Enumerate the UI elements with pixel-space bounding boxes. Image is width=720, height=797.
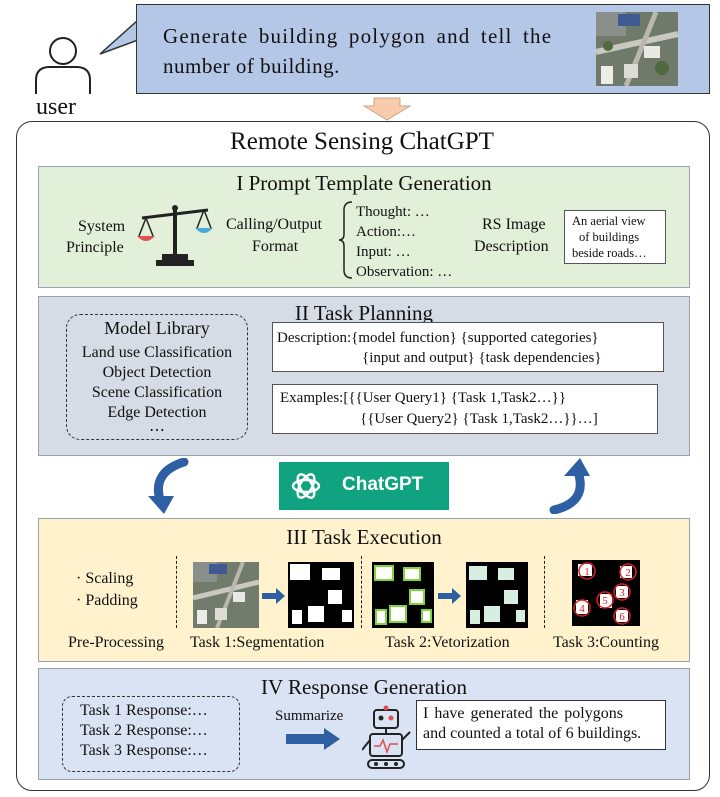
vectorization-image (372, 562, 434, 628)
answer-box (416, 700, 666, 750)
right-arrow-icon (438, 588, 461, 604)
answer-line2: and counted a total of 6 buildings. (423, 725, 642, 742)
response-item: Task 1 Response:… (80, 702, 208, 719)
aerial-image-thumbnail (596, 12, 678, 86)
down-arrow-icon (362, 97, 412, 121)
count-label: 6 (619, 611, 625, 623)
chatgpt-banner (279, 462, 449, 510)
desc-line2: of buildings (579, 230, 640, 244)
model-item: ⋯ (149, 422, 165, 439)
query-text-line2: number of building. (163, 54, 340, 78)
system-label-line2: Principle (66, 239, 124, 256)
divider (361, 556, 362, 628)
description-panel (272, 322, 664, 372)
preprocess-padding: · Padding (76, 592, 138, 609)
desc-line1: An aerial view (572, 214, 646, 228)
count-label: 4 (579, 603, 585, 615)
description-box (564, 210, 666, 264)
curved-arrow-right-icon (549, 458, 590, 514)
count-label: 5 (602, 595, 608, 607)
summarize-label: Summarize (275, 708, 344, 724)
format-brace (338, 201, 353, 279)
desc-line3: beside roads… (572, 246, 647, 260)
response-item: Task 2 Response:… (80, 722, 208, 739)
task1-label: Task 1:Segmentation (190, 634, 325, 651)
response-item: Task 3 Response:… (80, 742, 208, 759)
divider (176, 556, 177, 628)
main-frame (16, 121, 710, 791)
model-library-box (66, 314, 248, 440)
user-label: user (36, 94, 76, 120)
openai-logo-icon (291, 473, 321, 499)
examples-line1: Examples:[{{User Query1} {Task 1,Task2…}… (280, 390, 567, 406)
section3-title: III Task Execution (286, 525, 442, 549)
task3-label: Task 3:Counting (553, 634, 659, 651)
preprocess-label: Pre-Processing (68, 634, 164, 651)
section4-title: IV Response Generation (260, 675, 468, 699)
speech-bubble-tail (99, 18, 140, 55)
balance-scale-icon (137, 205, 213, 266)
segmentation-mask (288, 562, 354, 628)
count-label: 2 (625, 567, 631, 579)
model-item: Scene Classification (91, 384, 223, 401)
summarize-arrow-icon (286, 728, 340, 750)
responses-box (62, 696, 240, 772)
main-title: Remote Sensing ChatGPT (230, 128, 494, 155)
user-icon (35, 37, 91, 94)
system-label-line1: System (78, 218, 126, 235)
format-thought: Thought: … (356, 204, 430, 220)
count-label: 1 (584, 566, 590, 578)
preprocess-scaling: · Scaling (76, 570, 134, 587)
answer-line1: I have generated the polygons (423, 705, 623, 722)
count-label: 3 (619, 587, 625, 599)
task2-label: Task 2:Vetorization (385, 634, 510, 651)
rs-image-label-line2: Description (474, 238, 549, 255)
calling-label-line1: Calling/Output (226, 216, 322, 233)
format-action: Action:… (356, 224, 416, 240)
model-library-title: Model Library (104, 318, 210, 338)
examples-panel (272, 384, 658, 434)
format-observation: Observation: … (356, 264, 453, 280)
divider (544, 556, 545, 628)
counting-image: 1 2 3 4 5 6 (572, 560, 640, 626)
calling-label-line2: Format (252, 238, 299, 255)
rs-image-label-line1: RS Image (482, 216, 546, 233)
format-input: Input: … (356, 244, 411, 260)
curved-arrow-left-icon (148, 458, 189, 514)
query-text-line1: Generate building polygon and tell the (163, 24, 553, 48)
polygon-output-image (466, 562, 528, 628)
model-item: Land use Classification (81, 344, 233, 361)
section2-title: II Task Planning (294, 301, 434, 325)
robot-icon (362, 705, 411, 769)
model-item: Edge Detection (107, 404, 207, 421)
section1-title: I Prompt Template Generation (236, 171, 492, 195)
chatgpt-label: ChatGPT (342, 474, 424, 495)
examples-line2: {{User Query2} {Task 1,Task2…}}…] (360, 411, 598, 427)
description-line1: Description:{model function} {supported … (277, 330, 599, 346)
model-item: Object Detection (102, 364, 212, 381)
right-arrow-icon (262, 588, 285, 604)
input-aerial-image (193, 562, 259, 628)
description-line2: {input and output} {task dependencies} (362, 350, 602, 366)
